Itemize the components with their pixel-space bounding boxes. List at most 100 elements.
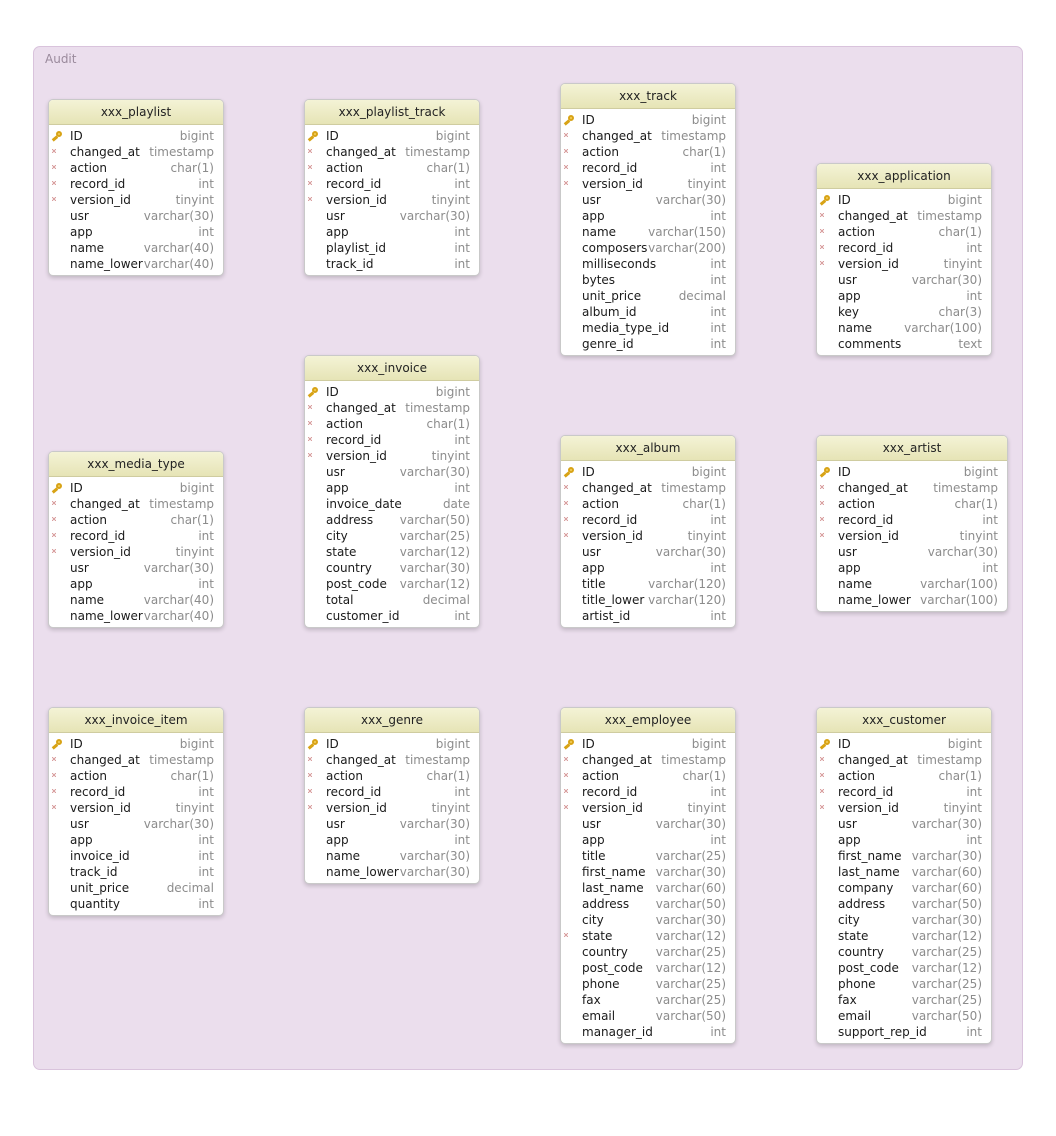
table-title[interactable]: xxx_media_type <box>49 452 223 477</box>
table-title[interactable]: xxx_invoice <box>305 356 479 381</box>
table-title[interactable]: xxx_track <box>561 84 735 109</box>
table-title[interactable]: xxx_genre <box>305 708 479 733</box>
table-title[interactable]: xxx_album <box>561 436 735 461</box>
table-title[interactable]: xxx_playlist <box>49 100 223 125</box>
table-title[interactable]: xxx_customer <box>817 708 991 733</box>
table-title[interactable]: xxx_playlist_track <box>305 100 479 125</box>
table-title[interactable]: xxx_invoice_item <box>49 708 223 733</box>
